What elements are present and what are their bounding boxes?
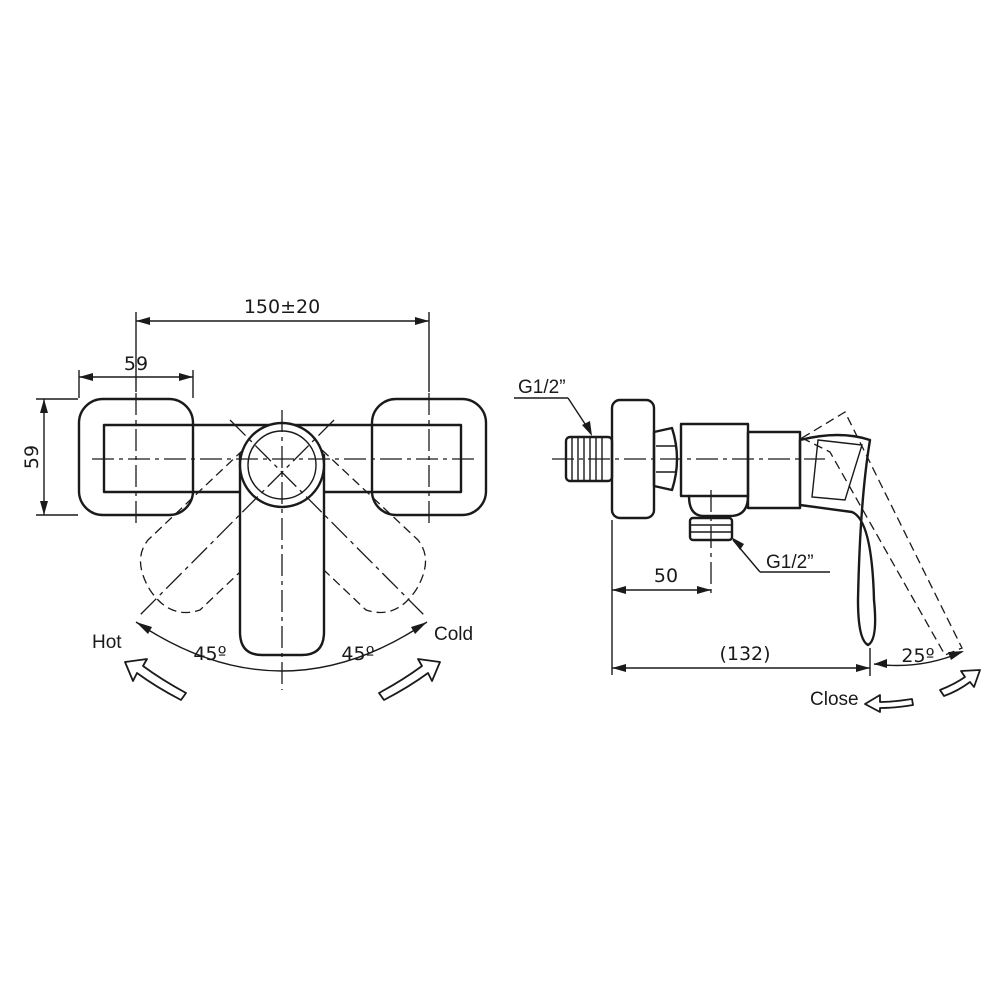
dim-outlet-offset: 50 bbox=[611, 520, 711, 675]
dim-body-width-text: 59 bbox=[124, 353, 148, 375]
label-cold: Cold bbox=[434, 624, 473, 645]
angle-arc: 45º 45º bbox=[135, 621, 428, 672]
side-view: G1/2” G1/2” 50 (132) bbox=[514, 377, 981, 713]
lever-cold-position bbox=[265, 449, 427, 614]
thread-outlet-text: G1/2” bbox=[766, 552, 814, 573]
open-direction-arrow bbox=[939, 669, 981, 697]
callout-thread-outlet: G1/2” bbox=[731, 537, 830, 573]
dim-body-width: 59 bbox=[78, 353, 194, 398]
dim-center-spacing-text: 150±20 bbox=[244, 296, 320, 318]
thread-top-text: G1/2” bbox=[518, 377, 566, 398]
lever-side-tilted bbox=[800, 411, 963, 656]
hot-direction-arrow bbox=[124, 658, 187, 701]
dim-body-height: 59 bbox=[21, 398, 78, 516]
lever-side bbox=[798, 433, 877, 647]
dim-depth: (132) bbox=[612, 643, 871, 676]
cold-direction-arrow bbox=[378, 658, 441, 701]
dim-outlet-offset-text: 50 bbox=[654, 565, 678, 587]
cartridge bbox=[746, 430, 802, 510]
angle-lever-arc: 25º bbox=[873, 645, 964, 668]
hex-nut bbox=[652, 426, 679, 492]
callout-thread-top: G1/2” bbox=[514, 377, 592, 436]
angle-lever-text: 25º bbox=[901, 645, 934, 667]
label-hot: Hot bbox=[92, 632, 122, 653]
side-body bbox=[679, 422, 750, 498]
close-direction-arrow bbox=[864, 694, 914, 713]
label-close: Close bbox=[810, 689, 859, 710]
dim-depth-text: (132) bbox=[719, 643, 770, 665]
mixer-body-bar bbox=[102, 423, 463, 494]
dim-body-height-text: 59 bbox=[21, 445, 43, 469]
angle-left-text: 45º bbox=[193, 643, 226, 665]
front-view: 150±20 59 59 45º 45º H bbox=[21, 296, 488, 701]
angle-right-text: 45º bbox=[341, 643, 374, 665]
lever-hot-position bbox=[139, 449, 301, 614]
dim-center-spacing: 150±20 bbox=[135, 296, 430, 392]
